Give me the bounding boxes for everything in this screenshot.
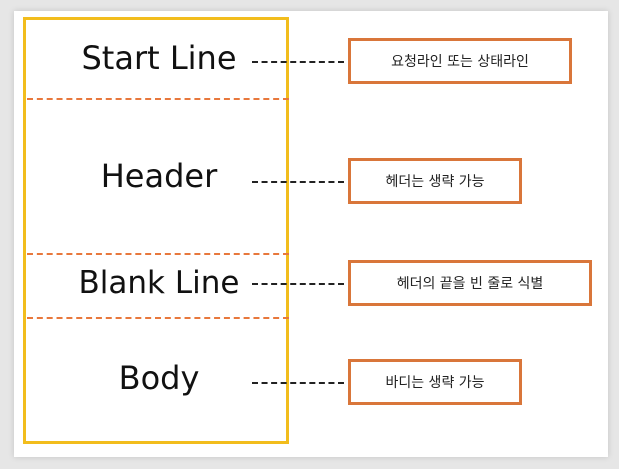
section-divider-blank-body	[27, 317, 289, 319]
note-start-line: 요청라인 또는 상태라인	[348, 38, 572, 84]
http-message-frame	[23, 17, 289, 444]
note-body: 바디는 생략 가능	[348, 359, 522, 405]
connector-start-line	[252, 61, 344, 63]
section-label-body: Body	[118, 359, 200, 397]
connector-body	[252, 382, 344, 384]
connector-blank-line	[252, 283, 344, 285]
section-divider-start-header	[27, 98, 289, 100]
note-header: 헤더는 생략 가능	[348, 158, 522, 204]
note-blank-line: 헤더의 끝을 빈 줄로 식별	[348, 260, 592, 306]
section-label-start-line: Start Line	[81, 39, 237, 77]
connector-header	[252, 181, 344, 183]
section-label-blank-line: Blank Line	[78, 265, 240, 301]
section-divider-header-blank	[27, 253, 289, 255]
section-label-header: Header	[100, 157, 218, 195]
